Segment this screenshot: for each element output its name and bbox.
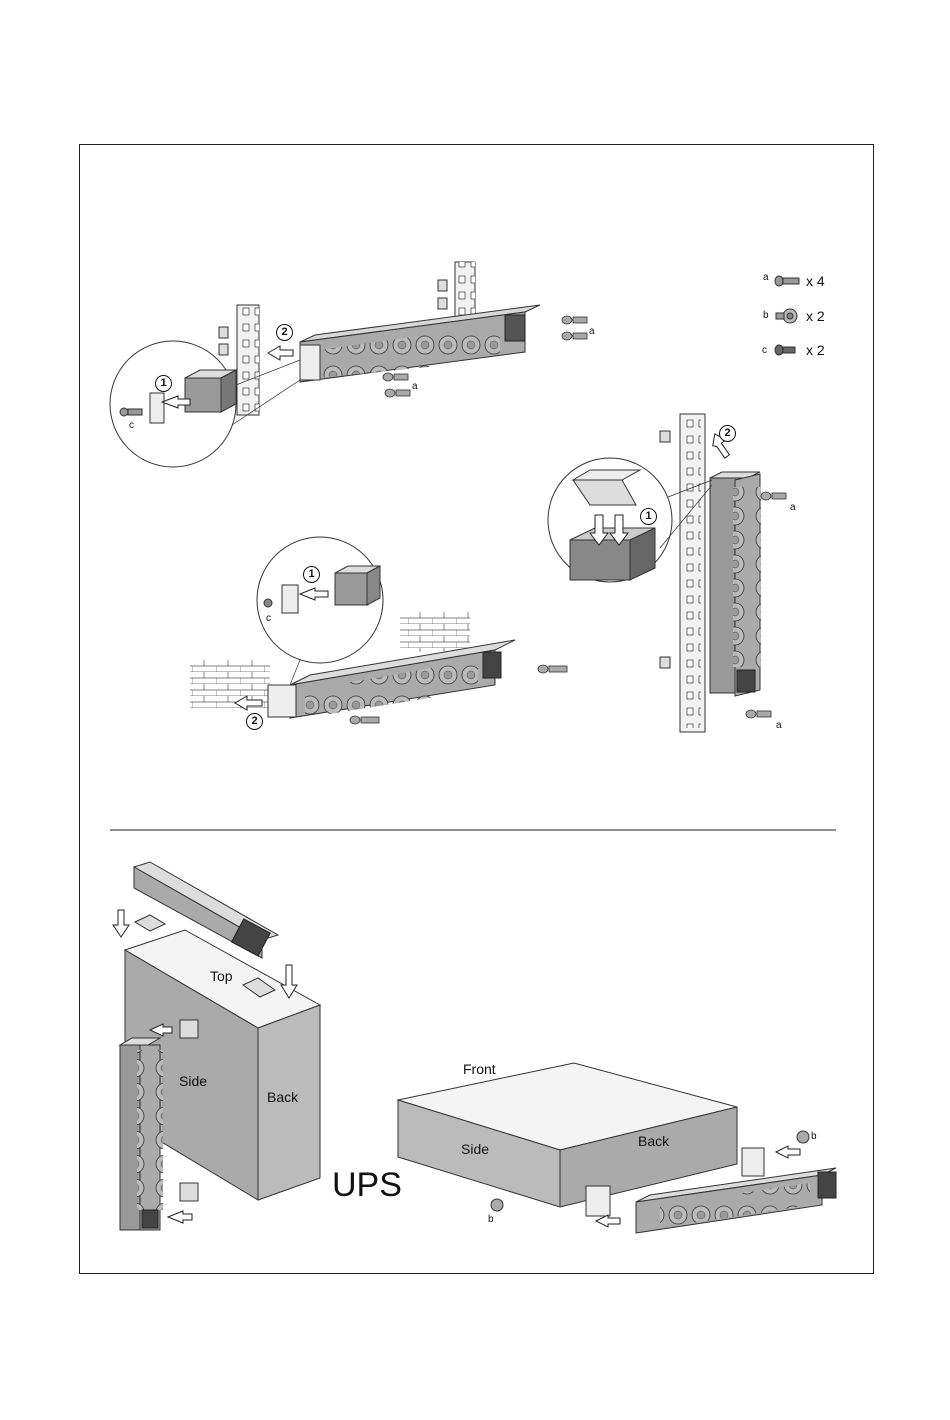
screw-label-c: c	[266, 613, 271, 624]
wall-mount	[190, 537, 567, 724]
step-2-marker: 2	[246, 713, 263, 730]
step-1-marker: 1	[640, 508, 657, 525]
screw-label-a: a	[589, 326, 595, 337]
screw-label-a: a	[412, 381, 418, 392]
screw-label-b: b	[811, 1131, 817, 1142]
ups-side-label: Side	[461, 1141, 489, 1157]
screw-a-icon	[774, 274, 802, 293]
screw-label-a: a	[790, 502, 796, 513]
screw-label-b: b	[488, 1214, 494, 1225]
ups-top-label: Top	[210, 968, 233, 984]
ups-tower-mount	[113, 862, 320, 1230]
legend-qty-c: x 2	[806, 342, 825, 358]
ups-back-label: Back	[267, 1089, 298, 1105]
legend-key-c: c	[762, 345, 767, 356]
rack-mount-vertical	[548, 414, 786, 732]
ups-front-label: Front	[463, 1061, 496, 1077]
ups-title: UPS	[332, 1166, 402, 1205]
screw-c-icon	[774, 343, 802, 362]
legend-key-b: b	[763, 310, 769, 321]
screw-label-c: c	[129, 420, 134, 431]
legend-key-a: a	[763, 272, 769, 283]
screw-label-a: a	[776, 720, 782, 731]
rack-mount-horizontal	[110, 262, 587, 467]
legend-qty-a: x 4	[806, 273, 825, 289]
step-1-marker: 1	[155, 375, 172, 392]
legend-qty-b: x 2	[806, 308, 825, 324]
step-2-marker: 2	[719, 425, 736, 442]
ups-back-label: Back	[638, 1133, 669, 1149]
screw-b-icon	[774, 308, 802, 329]
step-1-marker: 1	[303, 566, 320, 583]
ups-side-label: Side	[179, 1073, 207, 1089]
step-2-marker: 2	[276, 324, 293, 341]
